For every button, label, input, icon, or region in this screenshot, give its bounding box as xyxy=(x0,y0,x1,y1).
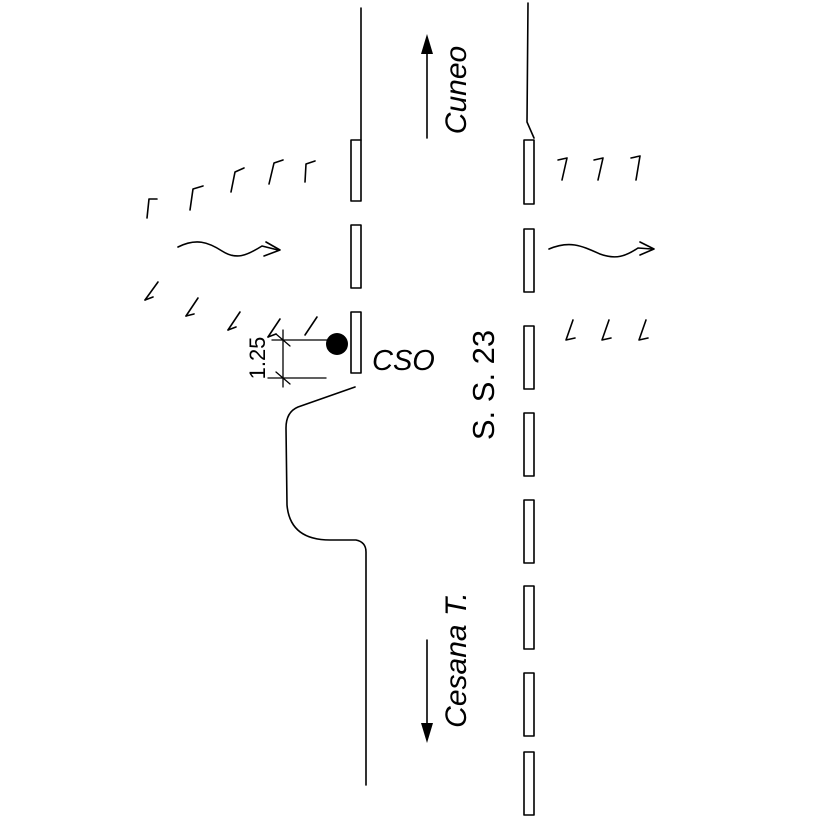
river-flow-icon xyxy=(548,241,655,258)
left-road-edge-south xyxy=(285,386,367,786)
parapet-segment xyxy=(523,412,535,477)
parapet-segment xyxy=(523,751,535,816)
river-flow-icon xyxy=(177,241,281,257)
station-label: CSO xyxy=(372,345,435,377)
embankment-icon xyxy=(565,319,649,341)
north-direction-label: Cuneo xyxy=(440,46,473,134)
parapet-segment xyxy=(523,139,535,205)
right-road-edge xyxy=(526,2,535,139)
embankment-icon xyxy=(557,155,641,181)
offset-dimension-label: 1.25 xyxy=(245,337,270,380)
embankment-icon xyxy=(146,159,316,219)
parapet-segment xyxy=(523,499,535,564)
arrow-down-head xyxy=(421,723,433,743)
arrow-up-head xyxy=(421,34,433,54)
parapet-segment xyxy=(523,228,535,293)
station-marker-icon xyxy=(326,333,348,355)
road-label: S. S. 23 xyxy=(466,330,501,440)
parapet-segment xyxy=(523,325,535,390)
right-parapet xyxy=(523,139,535,816)
dimension-lines xyxy=(267,329,336,388)
parapet-segment xyxy=(350,311,362,374)
parapet-segment xyxy=(523,585,535,650)
south-direction-label: Cesana T. xyxy=(440,592,473,728)
embankment-icon xyxy=(144,281,318,338)
parapet-segment xyxy=(523,672,535,737)
left-bridge-parapet xyxy=(350,139,362,374)
parapet-segment xyxy=(350,224,362,289)
parapet-segment xyxy=(350,139,362,202)
